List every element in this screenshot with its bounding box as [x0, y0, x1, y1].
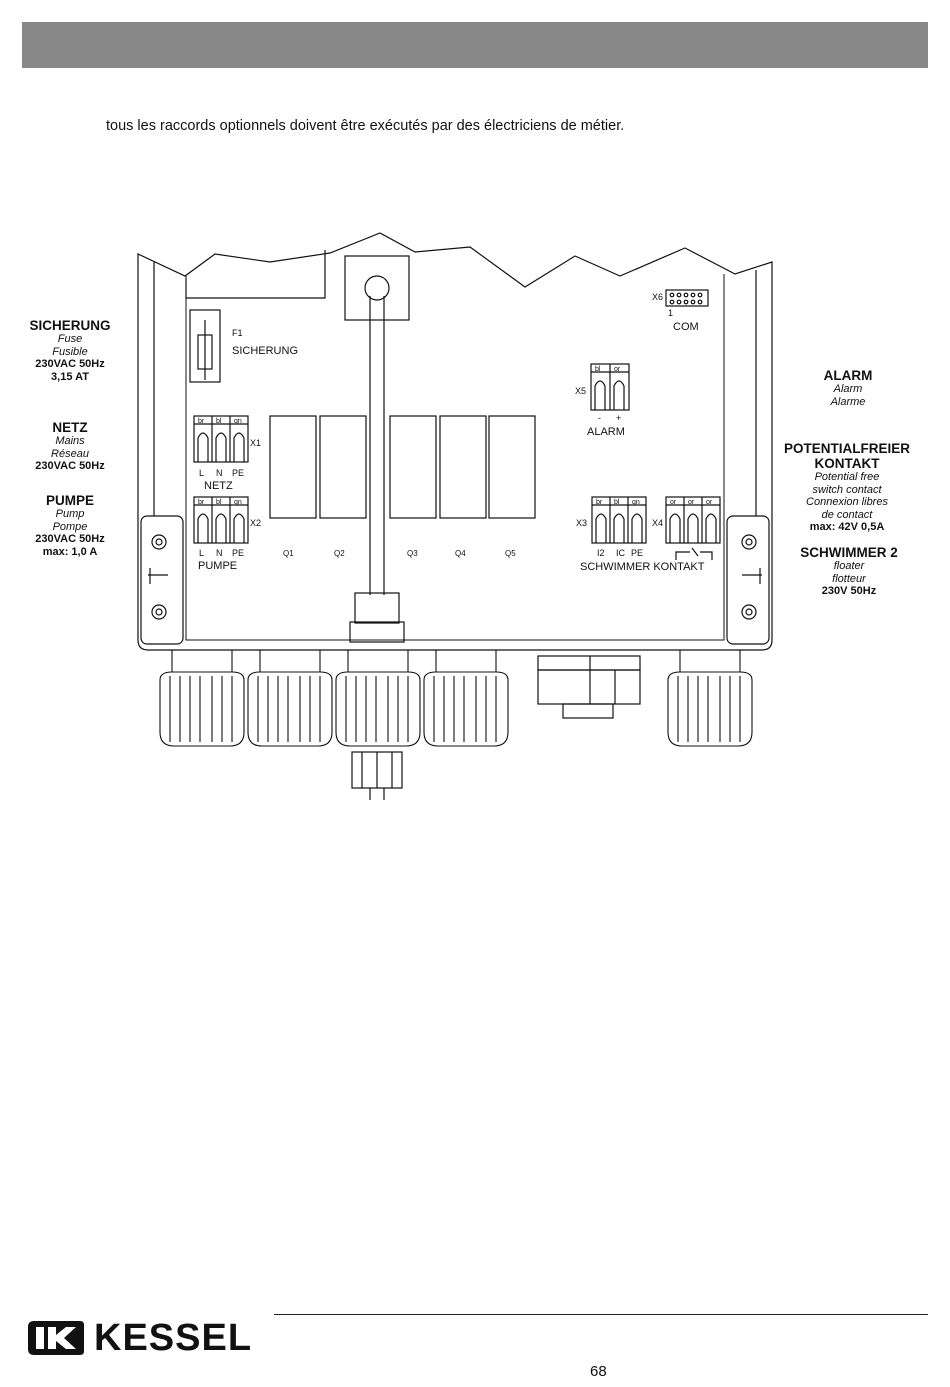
relay-label: Q2 — [334, 549, 345, 558]
x1-wire-label: gn — [234, 418, 242, 425]
x5-pol-label: - — [598, 413, 601, 423]
x3-label: X3 — [576, 518, 587, 528]
label-title: SCHWIMMER 2 — [800, 545, 898, 560]
label-fr: de contact — [821, 508, 873, 521]
x3-pin-label: I2 — [597, 548, 605, 558]
label-kontakt: POTENTIALFREIER KONTAKT Potential free s… — [772, 441, 922, 534]
x4-label: X4 — [652, 518, 663, 528]
x1-pin-label: N — [216, 468, 223, 478]
label-title: KONTAKT — [814, 456, 880, 471]
sicherung-board-label: SICHERUNG — [232, 345, 298, 357]
label-title: NETZ — [52, 420, 88, 435]
label-fr: flotteur — [832, 572, 866, 585]
x3-wire-label: gn — [632, 499, 640, 506]
page-number: 68 — [590, 1363, 607, 1380]
label-en: switch contact — [812, 483, 882, 496]
x3-wire-label: bl — [614, 499, 620, 506]
kessel-logo: KESSEL — [26, 1318, 252, 1358]
x4-wire-label: or — [688, 499, 695, 506]
f1-label: F1 — [232, 328, 243, 338]
x2-wire-label: bl — [216, 499, 222, 506]
label-pumpe: PUMPE Pump Pompe 230VAC 50Hz max: 1,0 A — [18, 493, 122, 558]
intro-text: tous les raccords optionnels doivent êtr… — [106, 118, 625, 134]
x4-wire-label: or — [706, 499, 713, 506]
kessel-logo-icon — [28, 1321, 84, 1355]
brand-name: KESSEL — [94, 1317, 253, 1359]
x4-wire-label: or — [670, 499, 677, 506]
alarm-board-label: ALARM — [587, 426, 625, 438]
label-fr: Fusible — [52, 345, 88, 358]
label-en: Mains — [55, 435, 85, 447]
footer-rule — [274, 1314, 928, 1315]
label-schwimmer: SCHWIMMER 2 floater flotteur 230V 50Hz — [782, 545, 916, 598]
label-spec: max: 42V 0,5A — [809, 521, 885, 533]
x5-wire-label: or — [614, 366, 621, 373]
x6-pin-label: 1 — [668, 308, 673, 318]
label-title: POTENTIALFREIER — [783, 441, 910, 456]
header-bar — [22, 22, 928, 68]
schwimmer-kontakt-label: SCHWIMMER KONTAKT — [580, 561, 705, 573]
x1-wire-label: br — [198, 418, 205, 425]
x3-wire-label: br — [596, 499, 603, 506]
label-spec: 230V 50Hz — [821, 585, 877, 597]
com-label: COM — [673, 321, 699, 333]
label-title: PUMPE — [45, 493, 94, 508]
x1-label: X1 — [250, 438, 261, 448]
label-en: Fuse — [57, 333, 83, 345]
label-title: ALARM — [823, 368, 873, 383]
wiring-diagram: X6 1 COM F1 SICHERUNG X5 bl or - + ALARM… — [137, 232, 773, 800]
label-en: floater — [833, 560, 865, 572]
x5-wire-label: bl — [595, 366, 601, 373]
x5-pol-label: + — [616, 413, 621, 423]
label-spec: 230VAC 50Hz — [35, 533, 105, 545]
x1-wire-label: bl — [216, 418, 222, 425]
label-title: SICHERUNG — [29, 318, 111, 333]
label-en: Alarm — [833, 383, 863, 395]
label-alarm: ALARM Alarm Alarme — [792, 368, 904, 408]
x2-pin-label: N — [216, 548, 223, 558]
x3-pin-label: IC — [616, 548, 626, 558]
x1-pin-label: L — [199, 468, 204, 478]
label-spec: 230VAC 50Hz — [35, 460, 105, 472]
label-en: Potential free — [814, 471, 880, 483]
netz-board-label: NETZ — [204, 480, 233, 492]
label-spec: 3,15 AT — [51, 370, 89, 383]
x2-pin-label: PE — [232, 548, 244, 558]
relay-label: Q1 — [283, 549, 294, 558]
label-fr: Réseau — [51, 447, 89, 460]
x5-label: X5 — [575, 386, 586, 396]
relay-label: Q3 — [407, 549, 418, 558]
label-fr: Alarme — [830, 395, 866, 408]
x2-wire-label: br — [198, 499, 205, 506]
x2-label: X2 — [250, 518, 261, 528]
label-fr: Pompe — [52, 520, 88, 533]
label-sicherung: SICHERUNG Fuse Fusible 230VAC 50Hz 3,15 … — [18, 318, 122, 383]
x1-pin-label: PE — [232, 468, 244, 478]
pumpe-board-label: PUMPE — [198, 560, 237, 572]
relay-label: Q5 — [505, 549, 516, 558]
label-fr: Connexion libres — [806, 496, 888, 508]
label-spec: max: 1,0 A — [42, 545, 98, 558]
label-netz: NETZ Mains Réseau 230VAC 50Hz — [18, 420, 122, 473]
x6-label: X6 — [652, 292, 663, 302]
x3-pin-label: PE — [631, 548, 643, 558]
x2-pin-label: L — [199, 548, 204, 558]
label-en: Pump — [55, 508, 85, 520]
relay-label: Q4 — [455, 549, 466, 558]
x2-wire-label: gn — [234, 499, 242, 506]
label-spec: 230VAC 50Hz — [35, 358, 105, 370]
